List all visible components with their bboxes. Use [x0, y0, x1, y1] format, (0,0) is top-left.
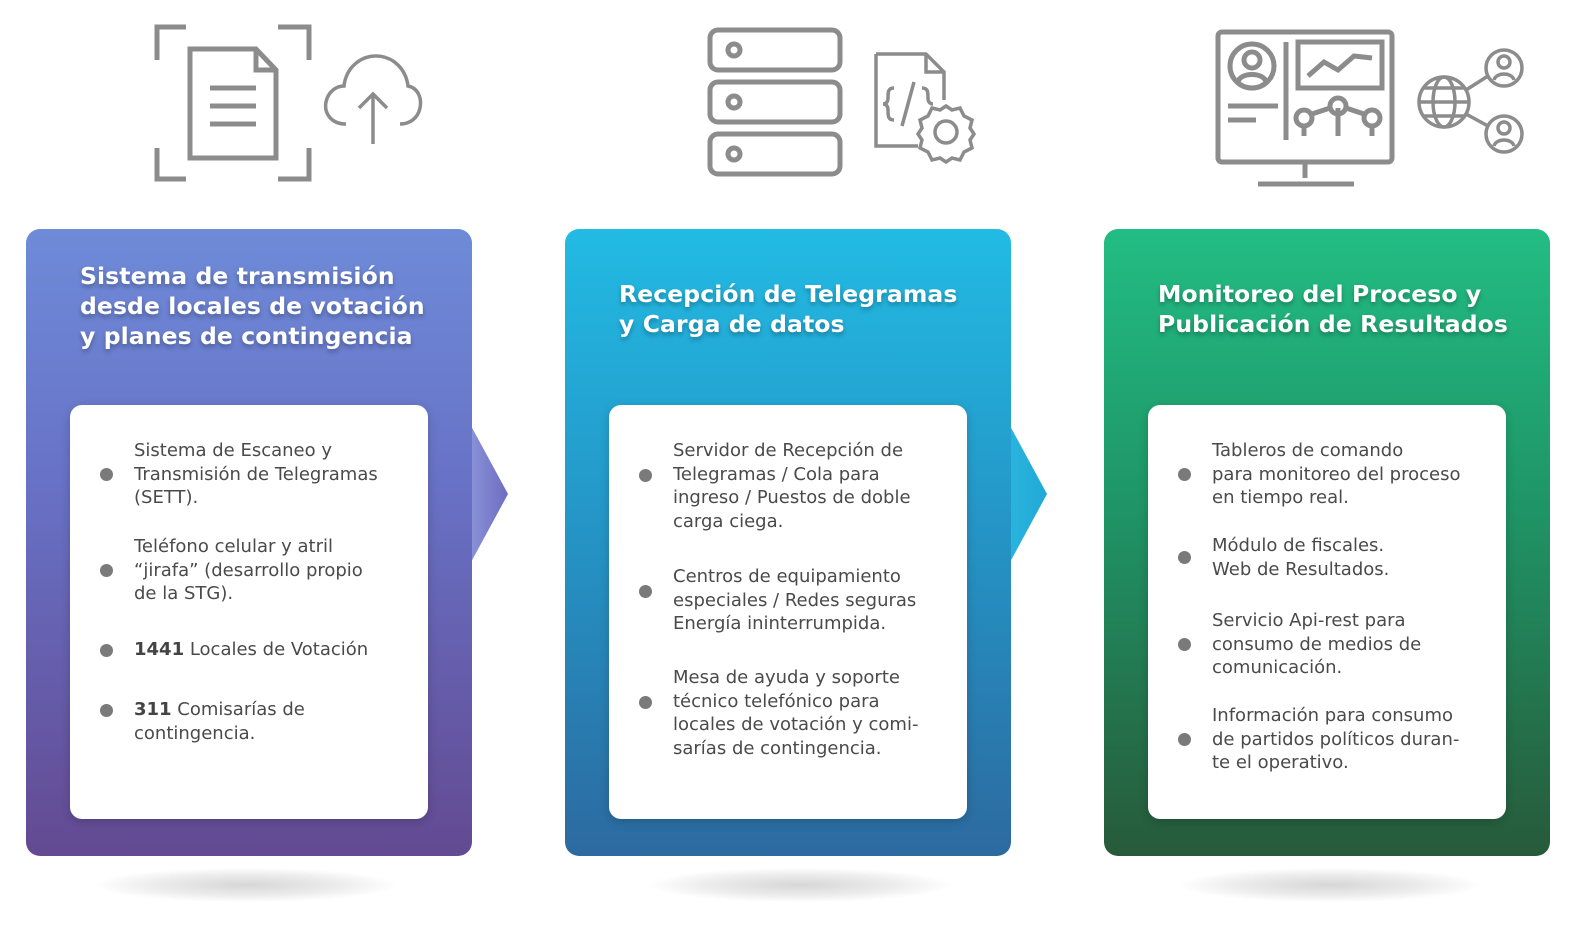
arrow-right-2 — [1009, 424, 1047, 564]
bullet-icon — [1178, 468, 1191, 481]
bullet-icon — [100, 704, 113, 717]
title-line: y Carga de datos — [619, 310, 845, 338]
title-line: Recepción de Telegramas — [619, 280, 958, 308]
bullet-icon — [639, 585, 652, 598]
cloud-upload-icon — [323, 54, 423, 144]
title-line: Sistema de transmisión — [80, 262, 395, 290]
item-text: Centros de equipamiento especiales / Red… — [673, 566, 917, 634]
bullet-icon — [639, 469, 652, 482]
icon-group-transmission — [150, 18, 430, 193]
icon-group-monitoring — [1212, 18, 1532, 193]
item-text: Sistema de Escaneo y Transmisión de Tele… — [134, 440, 378, 508]
card-title: Sistema de transmisión desde locales de … — [80, 261, 448, 351]
card-monitoring: Monitoreo del Proceso y Publicación de R… — [1104, 229, 1550, 856]
bullet-icon — [639, 696, 652, 709]
items-panel: Sistema de Escaneo y Transmisión de Tele… — [70, 405, 428, 819]
server-icon — [707, 27, 843, 177]
icon-group-reception — [702, 18, 992, 193]
card-shadow — [650, 868, 950, 902]
items-panel: Servidor de Recepción de Telegramas / Co… — [609, 405, 967, 819]
items-panel: Tableros de comando para monitoreo del p… — [1148, 405, 1506, 819]
item-text: Servicio Api-rest para consumo de medios… — [1212, 610, 1422, 678]
card-shadow — [96, 868, 396, 902]
card-transmission: Sistema de transmisión desde locales de … — [26, 229, 508, 856]
code-settings-icon — [874, 52, 977, 164]
item-text: Servidor de Recepción de Telegramas / Co… — [673, 440, 911, 532]
card-title: Monitoreo del Proceso y Publicación de R… — [1158, 279, 1526, 339]
bullet-icon — [1178, 638, 1191, 651]
bullet-icon — [1178, 551, 1191, 564]
item-text: Mesa de ayuda y soporte técnico telefóni… — [673, 667, 919, 759]
card-title: Recepción de Telegramas y Carga de datos — [619, 279, 987, 339]
item-text: Teléfono celular y atril “jirafa” (desar… — [134, 536, 363, 604]
bullet-icon — [100, 644, 113, 657]
item-text: 311 Comisarías de contingencia. — [134, 699, 305, 744]
scan-document-icon — [154, 24, 312, 182]
arrow-right-1 — [470, 424, 508, 564]
item-text: Módulo de fiscales. Web de Resultados. — [1212, 535, 1390, 580]
title-line: y planes de contingencia — [80, 322, 413, 350]
title-line: Monitoreo del Proceso y — [1158, 280, 1482, 308]
monitor-dashboard-icon — [1215, 29, 1395, 187]
bullet-icon — [1178, 733, 1191, 746]
bullet-icon — [100, 564, 113, 577]
item-text: Tableros de comando para monitoreo del p… — [1212, 440, 1461, 508]
item-text: 1441 Locales de Votación — [134, 639, 369, 660]
title-line: desde locales de votación — [80, 292, 425, 320]
title-line: Publicación de Resultados — [1158, 310, 1509, 338]
card-shadow — [1180, 868, 1480, 902]
bullet-icon — [100, 468, 113, 481]
item-text: Información para consumo de partidos pol… — [1212, 705, 1460, 773]
globe-network-icon — [1417, 48, 1524, 154]
card-reception: Recepción de Telegramas y Carga de datos… — [565, 229, 1047, 856]
